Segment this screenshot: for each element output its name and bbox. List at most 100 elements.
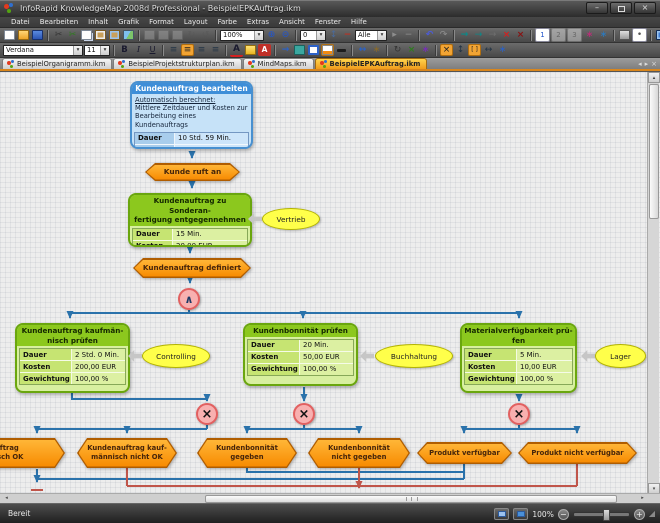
node-org-vertrieb[interactable]: Vertrieb (262, 208, 320, 230)
node-org-controlling[interactable]: Controlling (142, 344, 210, 368)
font-color-icon[interactable]: A (230, 43, 243, 57)
zoom-in-icon[interactable]: ⊕ (267, 29, 276, 40)
paste-icon[interactable] (94, 29, 107, 41)
transform-icon-3[interactable] (171, 29, 184, 41)
tab-beispielepkauftrag-active[interactable]: BeispielEPKAuftrag.ikm (314, 58, 428, 69)
align-right-icon[interactable]: ≡ (197, 44, 206, 55)
node-org-buchhaltung[interactable]: Buchhaltung (375, 344, 453, 368)
map-style-icon[interactable]: ∗ (498, 44, 507, 55)
delete-branch-icon[interactable]: × (516, 29, 525, 40)
menu-grafik[interactable]: Grafik (118, 17, 140, 26)
connector-xor-3[interactable]: × (508, 403, 530, 425)
node-evt-kunde-ruft-an[interactable]: Kunde ruft an (145, 163, 240, 181)
filter-next-icon[interactable]: ▸ (392, 29, 397, 40)
node-evt-kaufmaennisch-ok[interactable]: Kundenauftrag kaufmännisch OK (0, 438, 65, 468)
node-evt-kaufmaennisch-nicht-ok[interactable]: Kundenauftrag kauf- männisch nicht OK (77, 438, 177, 468)
menu-inhalt[interactable]: Inhalt (88, 17, 109, 26)
cut-branch-icon[interactable]: ✂ (68, 29, 77, 40)
expand-level-icon[interactable]: ↕ (329, 29, 338, 40)
relation-icon-2[interactable]: ∗ (599, 29, 608, 40)
rotate-node-icon[interactable]: ↻ (393, 44, 402, 55)
cluster-icon[interactable]: ∗ (421, 44, 430, 55)
diagram-canvas[interactable]: Kundenauftrag bearbeiten Automatisch ber… (0, 71, 660, 493)
view-fullscreen-icon[interactable] (513, 508, 529, 520)
maximize-button[interactable] (610, 2, 632, 14)
menu-ansicht[interactable]: Ansicht (279, 17, 305, 26)
fontsize-dropdown-icon[interactable]: ▾ (100, 45, 109, 55)
fill-color-icon[interactable] (321, 44, 334, 56)
fontsize-combobox[interactable]: 11 ▾ (84, 44, 110, 56)
redo-icon[interactable]: ↷ (439, 29, 448, 40)
menu-hilfe[interactable]: Hilfe (350, 17, 367, 26)
bold-icon[interactable]: B (121, 44, 128, 55)
bracket-layout-icon[interactable]: [ ] (468, 44, 481, 56)
node-fn-commercial[interactable]: Kundenauftrag kaufmän- nisch prüfen Daue… (15, 323, 130, 393)
line-style-icon[interactable] (293, 44, 306, 56)
rotate-cw-icon[interactable]: ↻ (187, 29, 196, 40)
zoom-combobox[interactable]: 100% ▾ (220, 29, 264, 41)
font-combobox[interactable]: Verdana ▾ (3, 44, 83, 56)
border-color-icon[interactable] (307, 44, 320, 56)
transform-icon-2[interactable] (157, 29, 170, 41)
numbering-3-icon[interactable]: 3 (567, 28, 582, 42)
close-button[interactable]: × (634, 2, 656, 14)
print-icon[interactable] (618, 29, 631, 41)
zoom-dropdown-icon[interactable]: ▾ (254, 30, 263, 40)
highlight-icon[interactable] (244, 44, 257, 56)
minimize-button[interactable]: – (586, 2, 608, 14)
rotate-ccw-icon[interactable]: ↺ (201, 29, 210, 40)
connector-and[interactable]: ∧ (178, 288, 200, 310)
scroll-left-icon[interactable]: ◂ (5, 495, 8, 501)
view-normal-icon[interactable] (494, 508, 510, 520)
level-dropdown-icon[interactable]: ▾ (316, 30, 325, 40)
char-style-icon[interactable]: A (258, 44, 271, 56)
open-file-icon[interactable] (17, 29, 30, 41)
vertical-scrollbar[interactable]: ▴ ▾ (647, 72, 660, 493)
zoom-out-icon[interactable]: ⊖ (281, 29, 290, 40)
node-fn-accept[interactable]: Kundenauftrag zu Sonderan- fertigung ent… (128, 193, 252, 247)
scroll-down-icon[interactable]: ▾ (648, 483, 660, 493)
connector-xor-1[interactable]: × (196, 403, 218, 425)
underline-icon[interactable]: U (149, 45, 156, 54)
align-left-icon[interactable]: ≡ (169, 44, 178, 55)
branch-style-icon[interactable]: ∗ (372, 44, 381, 55)
arrow-style-icon[interactable]: → (281, 44, 290, 55)
zoom-slider-thumb[interactable] (602, 508, 610, 521)
menu-farbe[interactable]: Farbe (217, 17, 237, 26)
menu-format[interactable]: Format (149, 17, 174, 26)
cross-link-icon[interactable]: × (407, 44, 416, 55)
node-fn-main[interactable]: Kundenauftrag bearbeiten Automatisch ber… (130, 81, 253, 149)
connector-xor-2[interactable]: × (293, 403, 315, 425)
zoom-decrease-icon[interactable]: − (557, 508, 569, 520)
tab-scroll-left-icon[interactable]: ◂ (638, 59, 642, 68)
cut-icon[interactable]: ✂ (54, 29, 63, 40)
follow-link-icon[interactable]: → (474, 29, 483, 40)
tab-close-icon[interactable]: × (651, 59, 657, 68)
align-center-icon[interactable]: ≡ (181, 44, 194, 56)
node-evt-produkt-nicht-verfuegbar[interactable]: Produkt nicht verfügbar (518, 442, 637, 464)
align-justify-icon[interactable]: ≡ (211, 44, 220, 55)
presentation-icon[interactable] (655, 29, 660, 41)
filter-dropdown-icon[interactable]: ▾ (377, 30, 386, 40)
new-document-icon[interactable] (3, 29, 16, 41)
save-icon[interactable] (31, 29, 44, 41)
node-evt-bonnitaet-gegeben[interactable]: Kundenbonnität gegeben (197, 438, 297, 468)
menu-fenster[interactable]: Fenster (314, 17, 341, 26)
filter-combobox[interactable]: Alle ▾ (355, 29, 387, 41)
filter-remove-icon[interactable]: − (404, 29, 413, 40)
horizontal-scrollbar[interactable]: ◂ ▸ (0, 493, 660, 503)
node-org-lager[interactable]: Lager (595, 344, 646, 368)
node-evt-auftrag-definiert[interactable]: Kundenauftrag definiert (133, 258, 251, 278)
node-evt-bonnitaet-nicht-gegeben[interactable]: Kundenbonnität nicht gegeben (308, 438, 410, 468)
zoom-increase-icon[interactable]: + (633, 508, 645, 520)
paste-special-icon[interactable] (108, 29, 121, 41)
snap-grid-icon[interactable]: × (440, 44, 453, 56)
zoom-slider[interactable] (572, 508, 630, 521)
node-evt-produkt-verfuegbar[interactable]: Produkt verfügbar (417, 442, 512, 464)
tab-mindmaps[interactable]: MindMaps.ikm (242, 58, 314, 69)
back-link-icon[interactable]: → (488, 29, 497, 40)
print-preview-icon[interactable]: • (632, 28, 647, 42)
undo-icon[interactable]: ↶ (425, 29, 434, 40)
collapse-level-icon[interactable]: − (343, 29, 352, 40)
